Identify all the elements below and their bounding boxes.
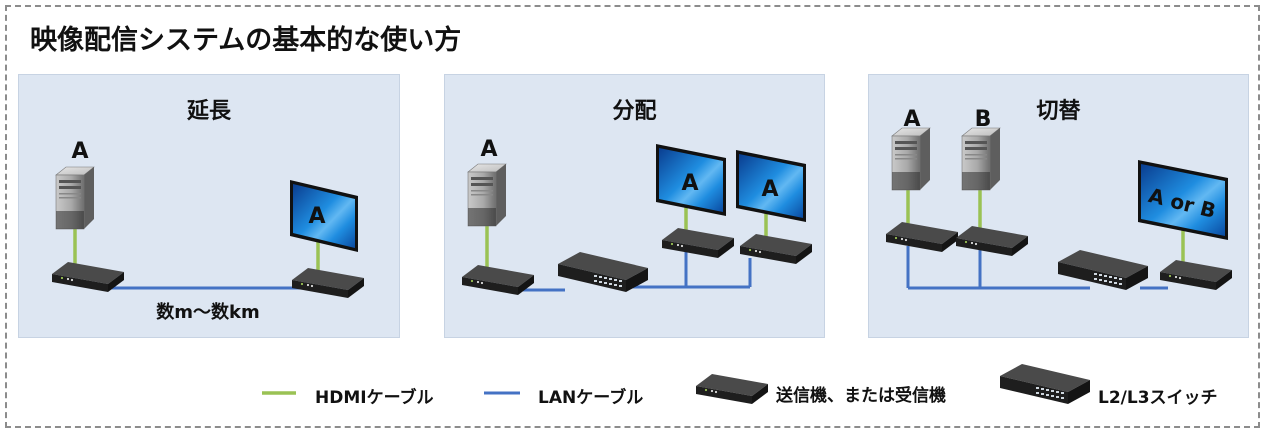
- switching-transmitter-a: [886, 222, 958, 252]
- distribution-transmitter: [462, 265, 534, 295]
- switching-switch: [1058, 250, 1148, 290]
- diagram-title: 映像配信システムの基本的な使い方: [30, 25, 462, 56]
- switching-source-b-label: B: [975, 107, 992, 132]
- switching-display: [1138, 160, 1228, 240]
- distribution-display-1-label: A: [681, 171, 698, 196]
- extension-source-pc: [55, 166, 95, 230]
- legend-switch-icon: [1000, 364, 1090, 404]
- extension-display-label: A: [308, 204, 325, 229]
- panel-distribution-title: 分配: [612, 99, 657, 124]
- legend-lan-label: LANケーブル: [538, 388, 644, 408]
- legend-hdmi-label: HDMIケーブル: [315, 388, 434, 408]
- switching-source-a-pc: [891, 127, 931, 191]
- extension-transmitter: [52, 262, 124, 292]
- legend-device-label: 送信機、または受信機: [776, 386, 946, 406]
- extension-display: [290, 180, 358, 252]
- switching-receiver: [1160, 260, 1232, 290]
- legend-switch-label: L2/L3スイッチ: [1098, 388, 1218, 408]
- switching-cables: [906, 188, 1185, 290]
- distribution-display-2: [736, 150, 806, 222]
- distribution-source-pc: [467, 163, 507, 227]
- extension-receiver: [292, 268, 364, 298]
- panel-switching-title: 切替: [1036, 99, 1081, 124]
- switching-source-a-label: A: [903, 107, 920, 132]
- distribution-display-1: [656, 144, 726, 216]
- legend-device-icon: [696, 374, 768, 404]
- distribution-display-2-label: A: [761, 177, 778, 202]
- switching-source-b-pc: [961, 127, 1001, 191]
- extension-distance-label: 数m～数km: [156, 301, 259, 323]
- distribution-switch: [558, 252, 648, 292]
- distribution-source-label: A: [480, 137, 497, 162]
- extension-source-label: A: [71, 139, 88, 164]
- diagram-frame: [5, 5, 1260, 428]
- panel-extension-title: 延長: [186, 99, 231, 124]
- switching-transmitter-b: [956, 226, 1028, 256]
- distribution-receiver-1: [662, 228, 734, 258]
